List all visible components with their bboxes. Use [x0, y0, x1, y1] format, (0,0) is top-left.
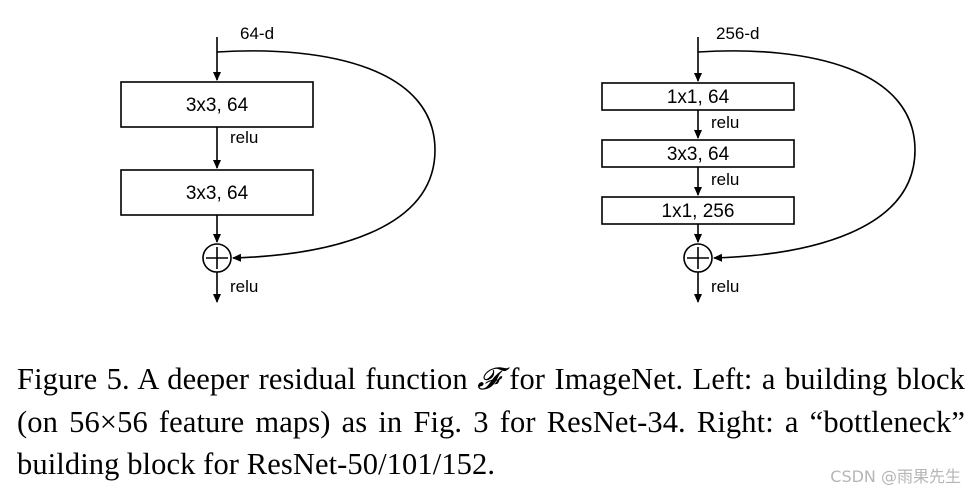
right-relu-label-1: relu	[711, 113, 739, 132]
right-conv-box-2	[601, 139, 795, 168]
caption-prefix: Figure 5. A deeper residual function	[17, 362, 478, 396]
left-shortcut-connection	[216, 50, 436, 262]
figure-caption: Figure 5. A deeper residual function 𝓕 f…	[17, 358, 965, 485]
right-conv-label-2: 3x3, 64	[667, 144, 730, 165]
left-add-node	[202, 243, 232, 273]
right-relu-label-2: relu	[711, 170, 739, 189]
left-conv-label-1: 3x3, 64	[186, 95, 249, 116]
right-add-node	[683, 243, 713, 273]
right-relu-label-3: relu	[711, 277, 739, 296]
left-building-block: 64-d 3x3, 64 relu 3x3, 64 relu	[120, 24, 436, 303]
left-relu-label-1: relu	[230, 128, 258, 147]
left-input-dim-label: 64-d	[240, 24, 274, 43]
right-conv-label-1: 1x1, 64	[667, 87, 730, 108]
right-shortcut-connection	[697, 50, 916, 262]
caption-function-symbol: 𝓕	[477, 362, 500, 397]
residual-blocks-diagram: 64-d 3x3, 64 relu 3x3, 64 relu 256-d 1x1…	[120, 24, 916, 303]
watermark: CSDN @雨果先生	[830, 467, 961, 486]
caption-suffix: for ImageNet. Left: a building block (on…	[17, 362, 965, 481]
left-conv-box-2	[120, 169, 314, 216]
right-conv-box-1	[601, 82, 795, 111]
bottleneck-building-block: 256-d 1x1, 64 relu 3x3, 64 relu 1x1, 256…	[601, 24, 916, 303]
right-conv-label-3: 1x1, 256	[662, 201, 735, 222]
left-conv-label-2: 3x3, 64	[186, 183, 249, 204]
right-input-dim-label: 256-d	[716, 24, 759, 43]
left-relu-label-2: relu	[230, 277, 258, 296]
right-conv-box-3	[601, 196, 795, 225]
